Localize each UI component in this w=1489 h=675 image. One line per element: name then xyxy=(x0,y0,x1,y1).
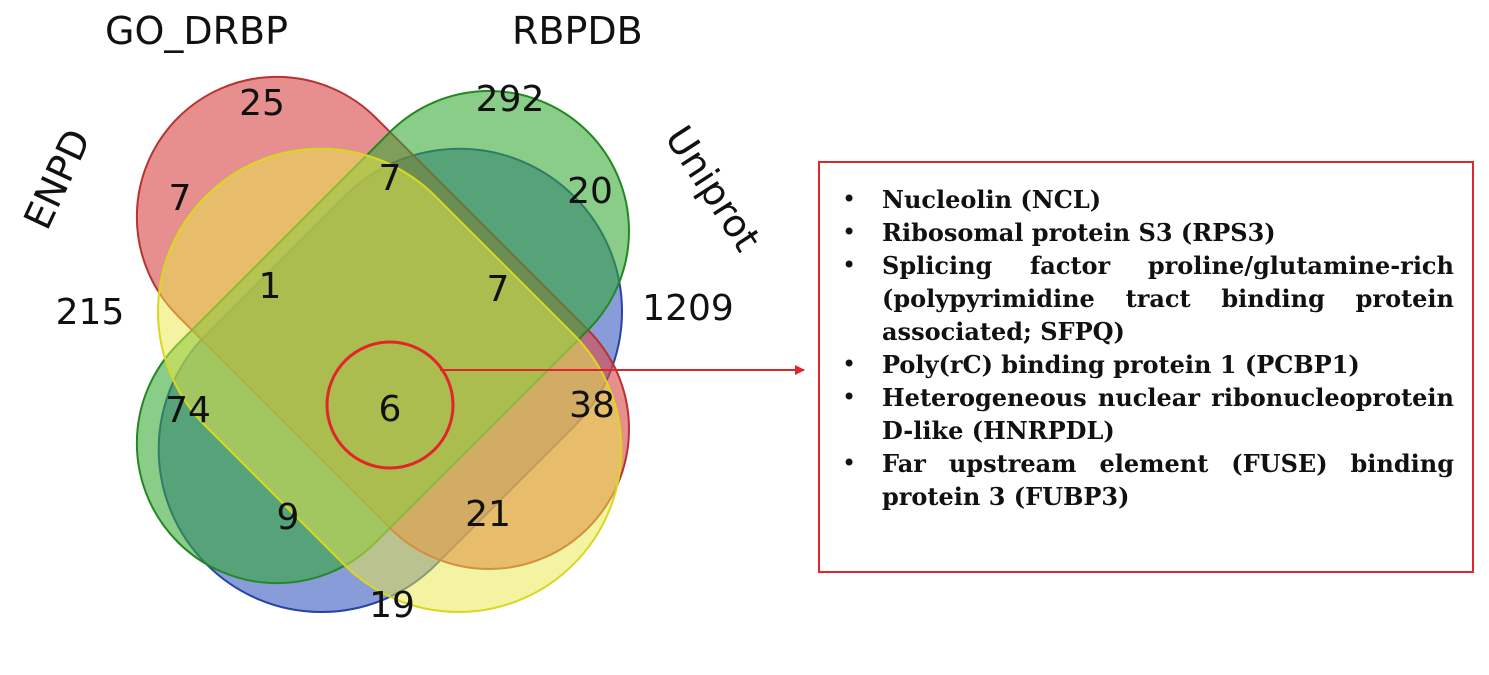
protein-list-item: Ribosomal protein S3 (RPS3) xyxy=(842,216,1454,249)
count-all-four: 6 xyxy=(379,389,402,430)
protein-list-item: Far upstream element (FUSE) binding prot… xyxy=(842,447,1454,513)
protein-list-item: Heterogeneous nuclear ribonucleoprotein … xyxy=(842,381,1454,447)
count-go-rbpdb: 7 xyxy=(379,158,402,199)
protein-list-item: Poly(rC) binding protein 1 (PCBP1) xyxy=(842,348,1454,381)
count-rbpdb-uniprot: 20 xyxy=(567,171,613,212)
count-go-drbp-only: 25 xyxy=(239,83,285,124)
count-uniprot-only: 1209 xyxy=(642,288,734,329)
uniprot-ellipse xyxy=(156,147,623,614)
count-enpd-rbpdb-uniprot: 9 xyxy=(277,497,300,538)
protein-list-box: Nucleolin (NCL) Ribosomal protein S3 (RP… xyxy=(818,161,1474,573)
count-go-rbpdb-uniprot: 7 xyxy=(487,269,510,310)
count-enpd-only: 215 xyxy=(56,292,125,333)
count-go-uniprot: 38 xyxy=(569,385,615,426)
highlight-circle xyxy=(325,340,455,470)
count-enpd-rbpdb: 74 xyxy=(165,390,211,431)
count-enpd-go: 7 xyxy=(169,178,192,219)
protein-list-item: Nucleolin (NCL) xyxy=(842,183,1454,216)
protein-list-item: Splicing factor proline/glutamine-rich (… xyxy=(842,249,1454,348)
set-label-uniprot: Uniprot xyxy=(656,118,769,259)
count-enpd-go-uniprot: 21 xyxy=(465,494,511,535)
set-label-go-drbp: GO_DRBP xyxy=(105,9,288,53)
protein-list: Nucleolin (NCL) Ribosomal protein S3 (RP… xyxy=(820,163,1472,513)
count-rbpdb-only: 292 xyxy=(476,79,545,120)
set-label-enpd: ENPD xyxy=(15,122,99,235)
count-enpd-uniprot: 19 xyxy=(369,585,415,626)
set-label-rbpdb: RBPDB xyxy=(512,9,643,53)
count-enpd-go-rbpdb: 1 xyxy=(259,266,282,307)
